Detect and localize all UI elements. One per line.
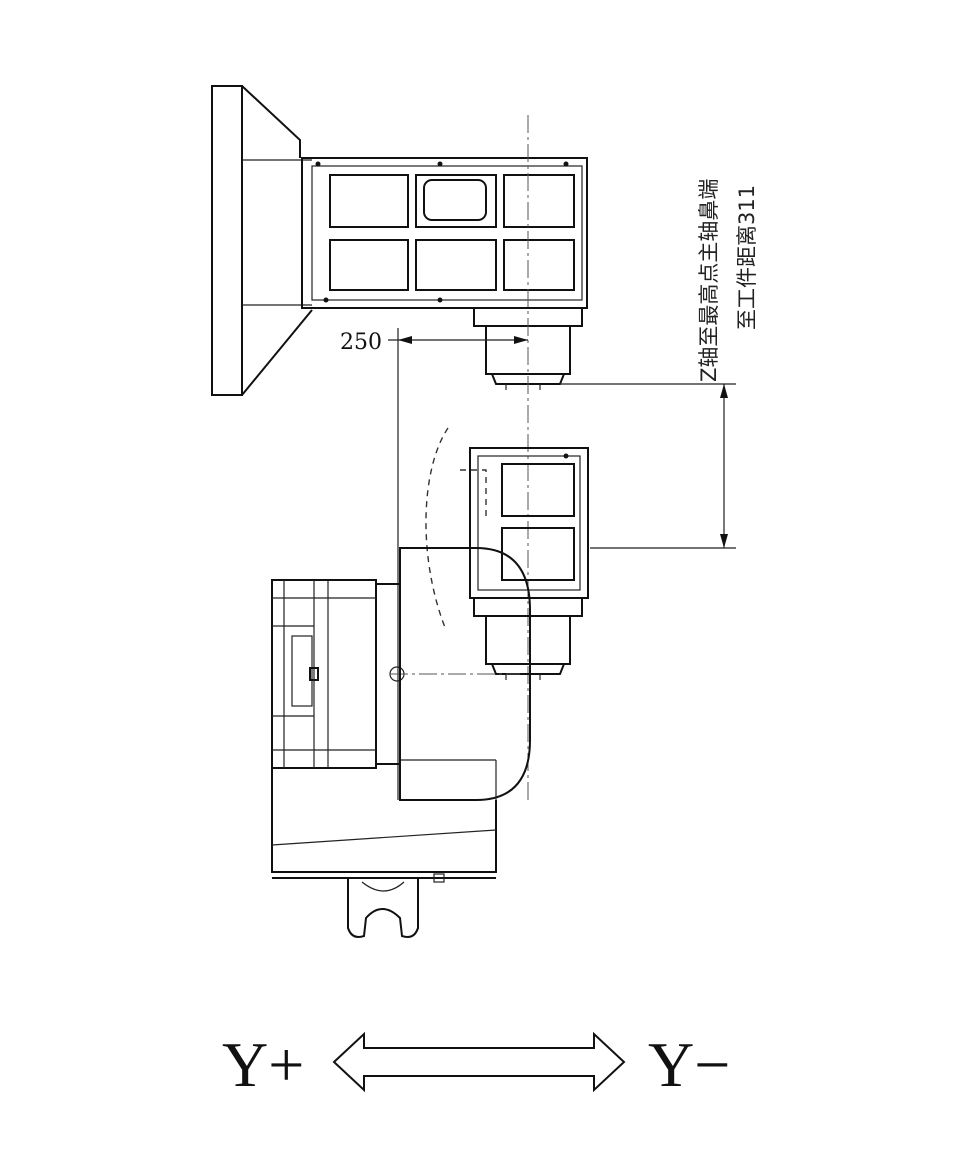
spindle-head-lower	[425, 427, 589, 680]
distance-note-line2: 至工件距离311	[735, 185, 759, 330]
spindle-head-upper	[211, 85, 588, 396]
dimension-250-label: 250	[340, 330, 382, 355]
double-arrow-icon	[332, 1031, 626, 1093]
servo-motor	[271, 579, 401, 769]
y-plus-label: Y+	[222, 1029, 304, 1100]
saddle-base	[271, 768, 497, 938]
y-axis-indicator: Y+ Y−	[222, 1029, 730, 1100]
dimension-250: 250	[340, 328, 528, 800]
distance-note: Z轴至最高点主轴鼻端 至工件距离311	[697, 179, 759, 382]
distance-note-line1: Z轴至最高点主轴鼻端	[697, 179, 721, 382]
ram-body	[389, 547, 531, 801]
dimension-311	[560, 383, 736, 549]
y-minus-label: Y−	[648, 1029, 730, 1100]
